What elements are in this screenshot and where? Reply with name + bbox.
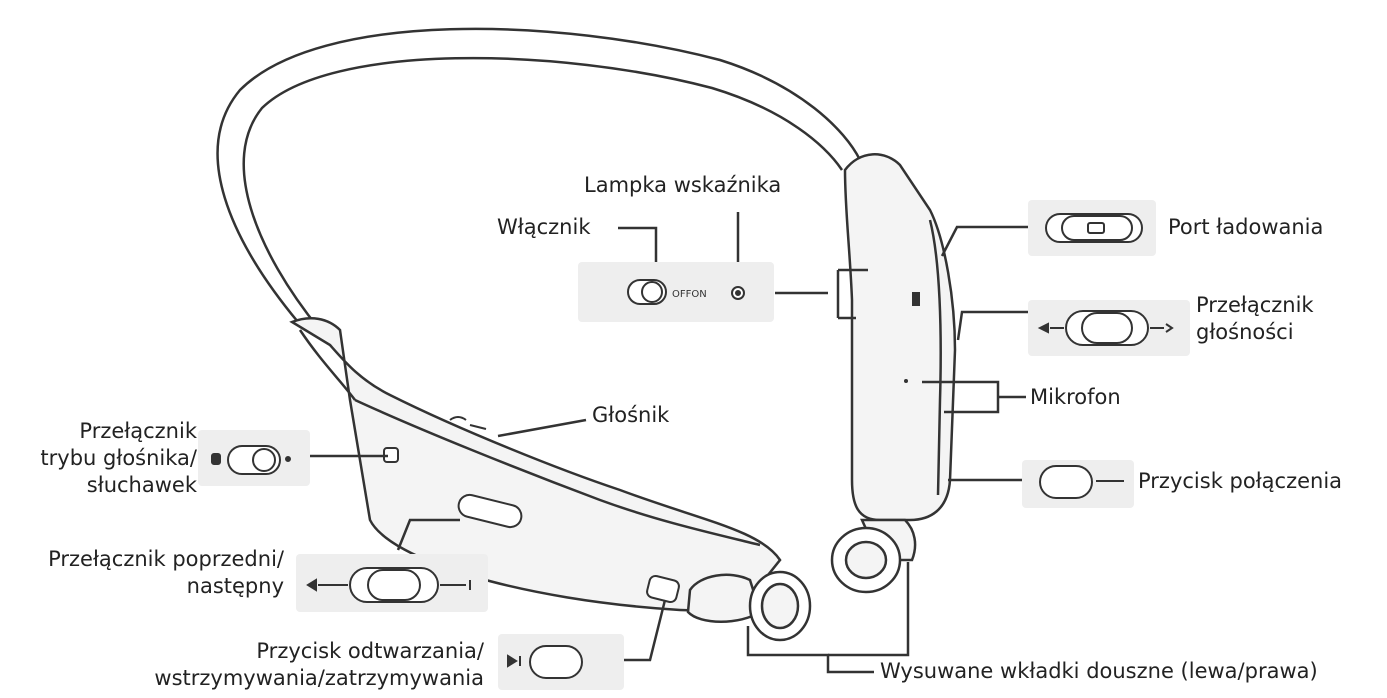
prev-next-rocker-icon <box>306 567 471 603</box>
volume-rocker-icon <box>1037 310 1174 346</box>
left-earbud <box>686 570 812 642</box>
label-play-pause-button: Przycisk odtwarzania/ wstrzymywania/zatr… <box>154 639 484 690</box>
label-speaker: Głośnik <box>592 403 670 427</box>
play-pause-icon <box>507 645 583 679</box>
label-prev-next-switch: Przełącznik poprzedni/ następny <box>48 547 284 598</box>
power-slider-icon <box>627 279 667 305</box>
speaker-mode-icon <box>211 445 291 475</box>
left-body <box>289 317 782 612</box>
label-earbuds: Wysuwane wkładki douszne (lewa/prawa) <box>880 659 1318 683</box>
label-microphone: Mikrofon <box>1030 385 1121 409</box>
right-earbud <box>830 518 917 594</box>
label-speaker-mode-switch: Przełącznik trybu głośnika/ słuchawek <box>40 419 197 497</box>
neckband <box>216 27 862 331</box>
charging-port-icon <box>1045 213 1143 243</box>
indicator-led-icon <box>731 286 745 300</box>
call-button-icon <box>1039 465 1124 499</box>
label-call-button: Przycisk połączenia <box>1138 469 1343 493</box>
label-volume-switch: Przełącznik głośności <box>1196 293 1314 344</box>
left-body-controls <box>383 416 680 604</box>
label-indicator-lamp: Lampka wskaźnika <box>584 173 782 197</box>
label-power-switch: Włącznik <box>497 215 591 239</box>
label-charging-port: Port ładowania <box>1168 215 1324 239</box>
right-body <box>843 153 957 522</box>
power-switch-marking: OFFON <box>672 289 707 300</box>
